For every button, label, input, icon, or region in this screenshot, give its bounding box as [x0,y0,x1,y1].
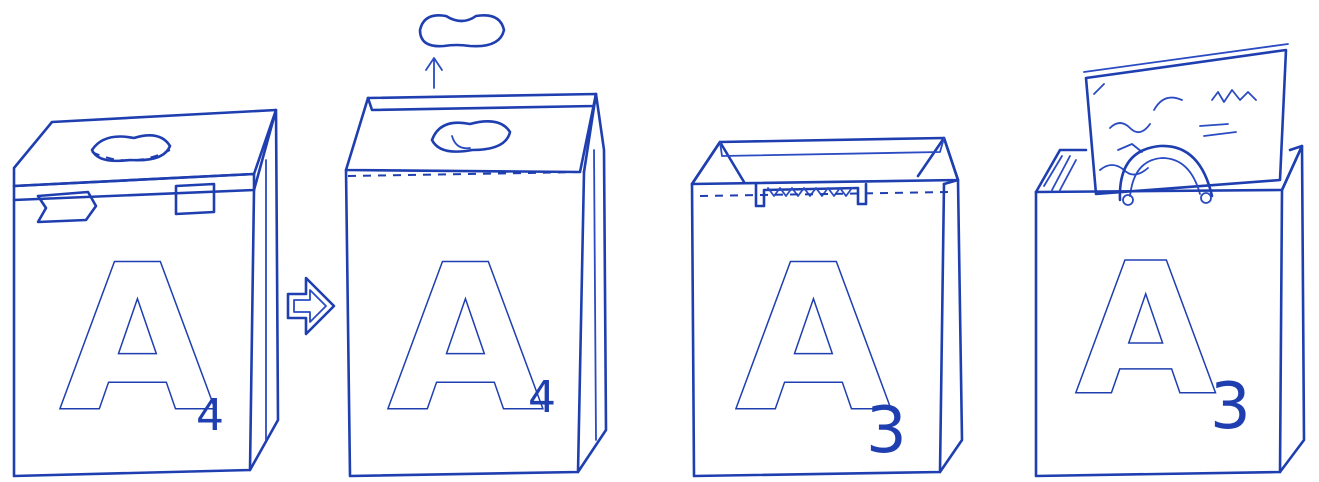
removed-handle-icon [420,15,504,46]
size-letter: A [388,223,543,456]
up-arrow-icon [426,58,442,88]
size-number: 3 [1210,370,1251,444]
bag-4-open-with-drawing: A 3 [1036,44,1304,476]
size-number: 4 [528,372,556,423]
size-letter: A [60,223,215,456]
bag-2-opened-lid: A 4 [346,15,606,476]
handle-hole-icon [92,135,170,161]
size-letter: A [1076,226,1215,435]
drawing-paper-icon [1086,50,1286,194]
size-number: 4 [196,390,224,441]
bag-3-folded-top: A 3 [692,138,962,476]
size-number: 3 [866,394,907,468]
next-step-arrow-icon [288,278,334,334]
bag-1-closed-box: A 4 [14,110,278,476]
